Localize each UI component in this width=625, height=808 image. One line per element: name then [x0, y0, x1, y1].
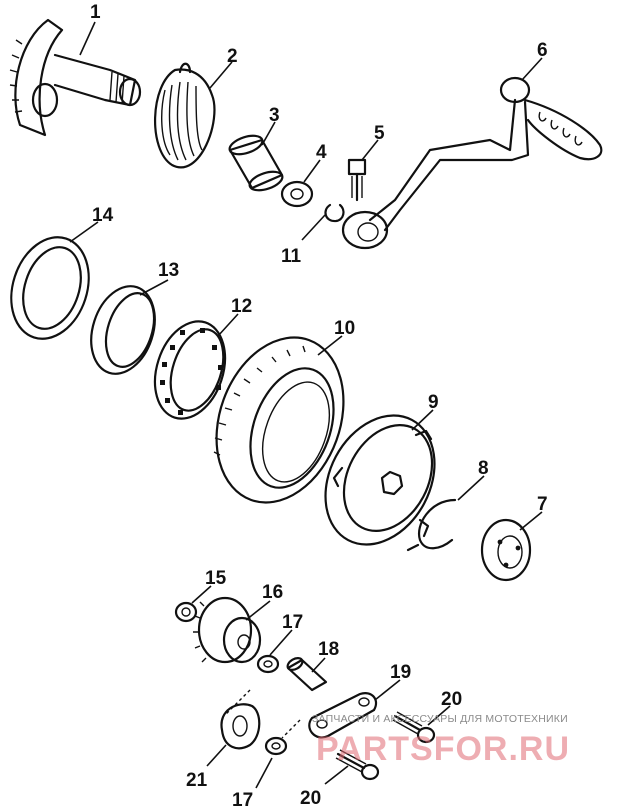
part-6-kick-lever [341, 76, 603, 250]
part-20-bolt-upper [392, 711, 436, 744]
callout-5: 5 [374, 123, 385, 144]
callout-labels: 1 2 3 4 5 6 7 8 9 10 11 12 13 14 15 16 1… [90, 2, 548, 808]
part-1-kick-shaft [9, 18, 142, 137]
callout-8: 8 [478, 458, 489, 479]
callout-16: 16 [262, 582, 283, 603]
callout-3: 3 [269, 105, 280, 126]
callout-20-lower: 20 [300, 788, 321, 808]
part-15-washer [174, 601, 198, 623]
part-8-snap-ring [406, 498, 457, 552]
part-19-plate [308, 692, 378, 739]
part-11-circlip [324, 203, 345, 223]
alignment-lines [225, 689, 301, 739]
callout-19: 19 [390, 662, 411, 683]
callout-17-lower: 17 [232, 790, 253, 808]
part-17-washer-lower [264, 736, 288, 756]
callout-10: 10 [334, 318, 355, 339]
part-4-washer [280, 180, 314, 208]
callout-15: 15 [205, 568, 227, 589]
callout-21: 21 [186, 770, 208, 791]
part-17-washer-upper [256, 654, 280, 674]
part-2-return-spring [154, 62, 216, 169]
part-18-pin [286, 657, 328, 692]
callout-18: 18 [318, 639, 339, 660]
watermark-brand: PARTSFOR.RU [316, 730, 570, 768]
watermark-tagline: ЗАПЧАСТИ И АКСЕССУАРЫ ДЛЯ МОТОТЕХНИКИ [312, 713, 568, 725]
part-21-bracket [220, 703, 261, 750]
callout-4: 4 [316, 142, 327, 163]
callout-6: 6 [537, 40, 548, 61]
part-3-bushing [228, 134, 284, 192]
part-7-hub-nut [480, 518, 532, 582]
watermark: ЗАПЧАСТИ И АКСЕССУАРЫ ДЛЯ МОТОТЕХНИКИ PA… [312, 713, 570, 768]
part-13-ring [90, 285, 156, 375]
part-12-needle-bearing [153, 320, 227, 420]
part-16-idler-gear [193, 596, 262, 664]
callout-9: 9 [428, 392, 439, 413]
part-10-ring-gear [213, 336, 345, 504]
part-20-bolt-lower [335, 749, 380, 781]
part-5-bolt [347, 158, 367, 202]
callout-7: 7 [537, 494, 548, 515]
part-9-clutch-housing [324, 414, 436, 546]
callout-20-upper: 20 [441, 689, 462, 710]
callout-11: 11 [281, 246, 302, 267]
callout-12: 12 [231, 296, 252, 317]
leader-lines [69, 21, 543, 789]
part-14-large-ring [10, 236, 90, 340]
callout-13: 13 [158, 260, 179, 281]
callout-17-upper: 17 [282, 612, 303, 633]
callout-1: 1 [90, 2, 101, 23]
callout-14: 14 [92, 205, 114, 226]
callout-2: 2 [227, 46, 238, 67]
